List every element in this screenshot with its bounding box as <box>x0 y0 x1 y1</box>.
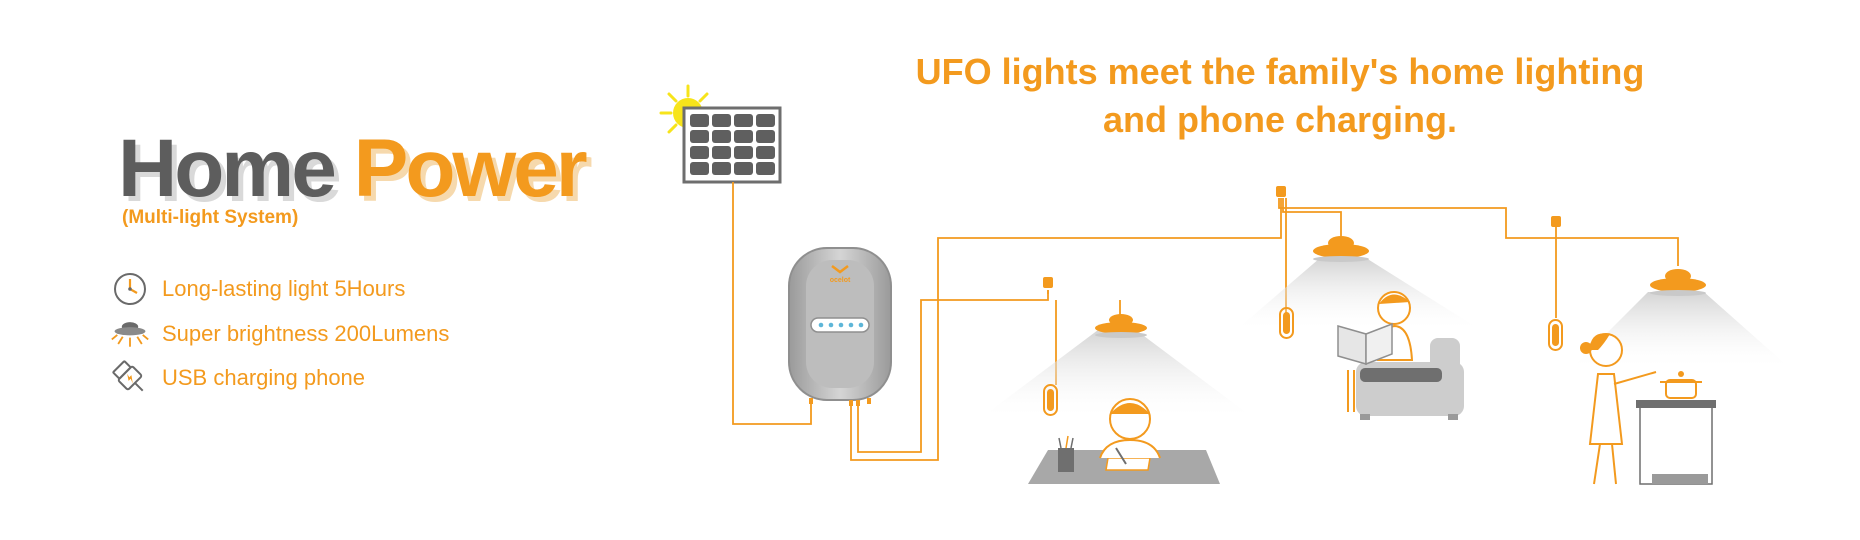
subtitle: (Multi-light System) <box>122 207 299 228</box>
ufo-lamp-3 <box>1650 269 1706 296</box>
headline-line-2: and phone charging. <box>1102 99 1457 140</box>
page-title: Home Power <box>118 128 588 210</box>
wiring <box>732 182 1679 461</box>
title-home: Home <box>118 123 337 214</box>
solar-panel-icon <box>682 106 782 184</box>
feature-label: Super brightness 200Lumens <box>162 321 450 346</box>
person-reading-on-sofa-illustration <box>1337 291 1464 420</box>
feature-usb: USB charging phone <box>110 358 365 398</box>
junction-boxes <box>1043 186 1561 288</box>
feature-brightness: Super brightness 200Lumens <box>110 314 449 354</box>
pull-switches <box>1043 307 1563 416</box>
headline-line-1: UFO lights meet the family's home lighti… <box>915 51 1645 92</box>
usb-plug-icon <box>110 358 150 398</box>
ufo-lamp-1 <box>1095 314 1147 338</box>
title-power: Power <box>353 123 588 214</box>
person-cooking-illustration <box>1580 333 1716 485</box>
clock-icon <box>110 269 150 309</box>
controller-brand: ocelot <box>830 277 851 284</box>
feature-label: Long-lasting light 5Hours <box>162 276 406 301</box>
ufo-lamp-icon <box>110 314 150 354</box>
ufo-lamp-2 <box>1313 224 1369 262</box>
feature-label: USB charging phone <box>162 365 366 390</box>
controller-device: ocelot <box>788 247 892 406</box>
student-studying-illustration <box>1028 398 1220 484</box>
title-block: Home Power <box>118 128 588 210</box>
feature-light-hours: Long-lasting light 5Hours <box>110 269 405 309</box>
